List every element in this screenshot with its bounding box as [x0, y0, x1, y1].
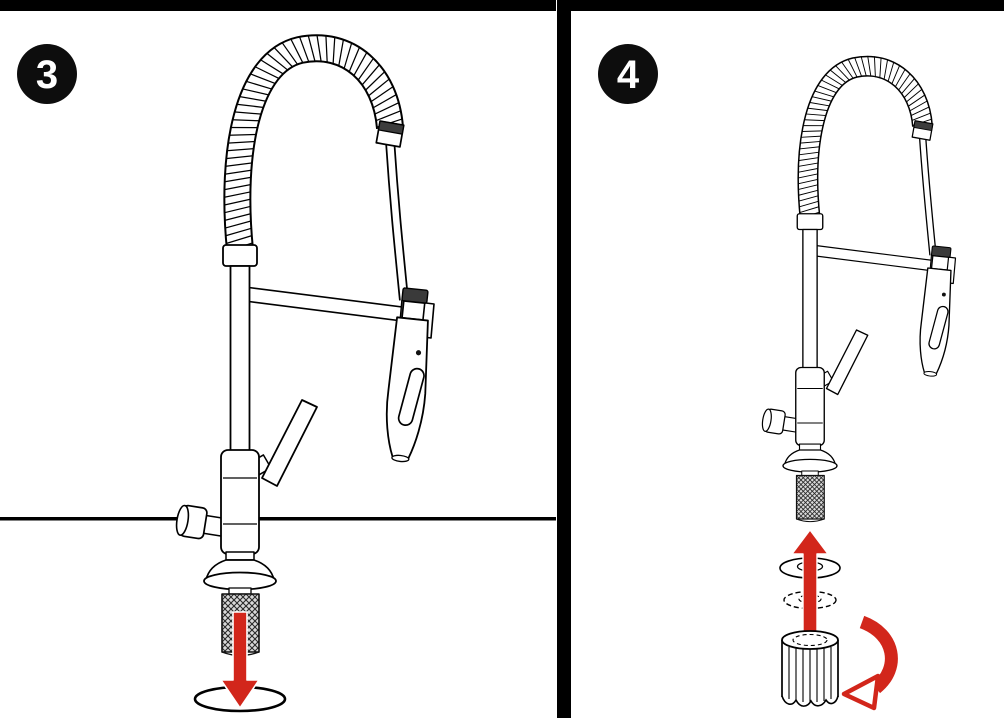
coil-line [225, 234, 253, 245]
coil-line [238, 95, 267, 102]
hose-collar [375, 120, 405, 148]
step-number: 4 [617, 53, 640, 97]
coil-line [259, 58, 284, 75]
coil-line [338, 38, 345, 67]
coil-line [223, 191, 252, 199]
step-4-panel: 4 [571, 0, 1004, 711]
coil-line [370, 85, 394, 103]
coil-line [343, 42, 353, 70]
coil-line [249, 73, 276, 85]
rotate-arrow-icon [841, 615, 898, 711]
base-escutcheon [203, 551, 277, 591]
step-number: 3 [36, 53, 58, 97]
coil-line [254, 65, 280, 80]
coil-line [225, 155, 254, 160]
step-badge [598, 44, 658, 104]
coil-line [374, 101, 400, 115]
coil-line [227, 140, 256, 144]
coil-line [364, 70, 386, 91]
coil-line [307, 34, 316, 62]
coil-line [224, 169, 252, 175]
countertop-line [0, 517, 556, 521]
spray-paddle [397, 367, 425, 426]
coil-line [372, 93, 398, 109]
valve-body [220, 449, 260, 555]
coil-line [273, 46, 294, 68]
coil-line [224, 212, 252, 222]
up-arrow-icon [791, 529, 829, 635]
coil-line [357, 57, 375, 81]
coil-line [242, 88, 270, 96]
step-3-panel: 3 [0, 0, 556, 713]
coil-line [281, 41, 299, 66]
coil-line [332, 36, 336, 65]
coil-line [245, 80, 273, 90]
coil-line [226, 147, 255, 152]
spray-button [415, 350, 422, 356]
coil-line [224, 220, 252, 229]
top-border-left [0, 0, 556, 11]
coil-line [361, 63, 381, 86]
faucet-illustration [175, 34, 435, 657]
hose [386, 139, 408, 301]
down-arrow-icon [220, 611, 260, 709]
coil-line [223, 183, 252, 191]
panel-divider [557, 0, 571, 718]
coil-line [225, 227, 252, 237]
coil-line [375, 110, 402, 122]
spring-coil [223, 34, 403, 252]
top-border-right [571, 0, 1004, 11]
coil-line [353, 51, 368, 77]
coil-line [234, 111, 262, 115]
support-arm [244, 286, 419, 324]
coil-line [228, 133, 257, 136]
coil-line [223, 205, 252, 214]
coil-line [348, 46, 361, 73]
step-badge [17, 44, 77, 104]
faucet-illustration [761, 56, 957, 522]
coil-line [224, 162, 253, 168]
coil-line [367, 78, 391, 97]
spring-mount-collar [222, 244, 258, 267]
coil-line [266, 52, 289, 71]
coil-line [298, 36, 310, 63]
coil-line [325, 35, 328, 63]
coil-line [316, 34, 322, 63]
spray-head [385, 287, 429, 463]
side-knob [175, 504, 226, 540]
coil-line [223, 198, 252, 206]
faucet-body [229, 265, 251, 453]
coil-line [223, 176, 252, 183]
coil-line [236, 103, 264, 109]
mounting-nut [781, 630, 839, 707]
coil-line [290, 38, 304, 64]
coil-line [232, 119, 260, 122]
